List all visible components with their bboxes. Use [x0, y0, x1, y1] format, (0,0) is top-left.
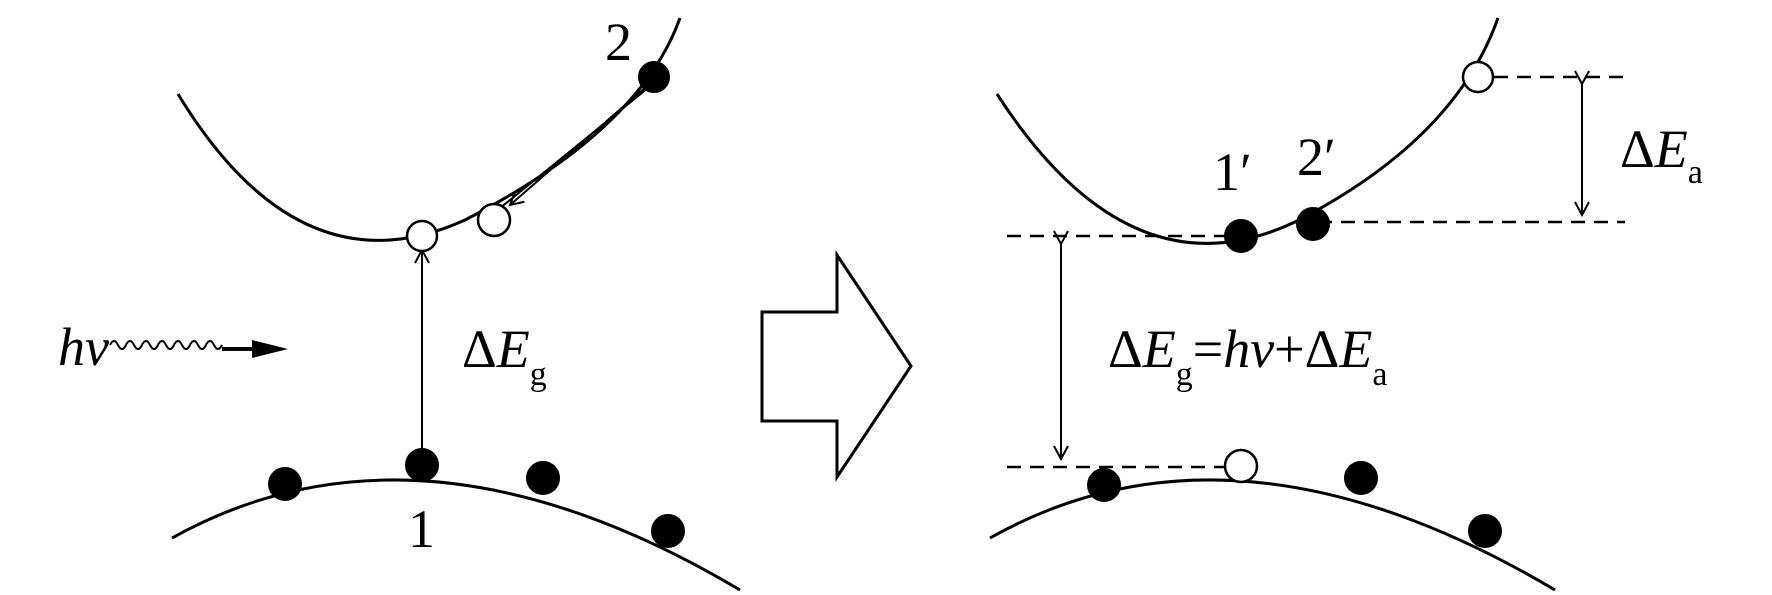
left-vb-electron-b	[526, 461, 560, 495]
right-vb-electron-a	[1087, 468, 1121, 502]
right-valence-band	[989, 478, 1556, 592]
relation-label: ΔEg=hν+ΔEa	[1108, 319, 1387, 393]
photon-label: hν	[58, 317, 109, 377]
left-relaxation-path	[493, 87, 649, 214]
left-hole-cb-min	[405, 219, 439, 253]
left-valence-band	[171, 478, 741, 592]
right-vb-electron-c	[1468, 514, 1502, 548]
left-electron-state-1	[405, 448, 439, 482]
gap-left-label: ΔEg	[462, 319, 547, 393]
left-vb-electron-a	[268, 467, 302, 501]
right-vb-electron-b	[1344, 461, 1378, 495]
photon-wave	[109, 340, 223, 350]
state-1p-label: 1′	[1213, 142, 1252, 202]
state-1-label: 1	[408, 499, 435, 559]
left-relaxation-arrow	[510, 79, 655, 205]
left-vb-electron-c	[651, 514, 685, 548]
right-electron-state-2p	[1296, 207, 1330, 241]
right-hole-state-2	[1461, 60, 1495, 94]
left-panel: hν 2 1 ΔEg	[58, 12, 741, 592]
activation-label: ΔEa	[1620, 119, 1703, 191]
left-hole-cb-relaxed	[476, 202, 512, 238]
right-hole-vb-max	[1223, 448, 1259, 484]
transition-arrow	[760, 250, 913, 482]
right-conduction-band	[995, 17, 1500, 245]
right-panel: 1′ 2′ ΔEa ΔEg=hν+ΔEa	[989, 17, 1703, 592]
left-electron-state-2	[638, 61, 670, 93]
left-conduction-band	[176, 17, 682, 242]
state-2-label: 2	[605, 12, 632, 72]
right-electron-state-1p	[1224, 219, 1258, 253]
photon-arrow-head	[252, 340, 288, 358]
state-2p-label: 2′	[1297, 127, 1336, 187]
